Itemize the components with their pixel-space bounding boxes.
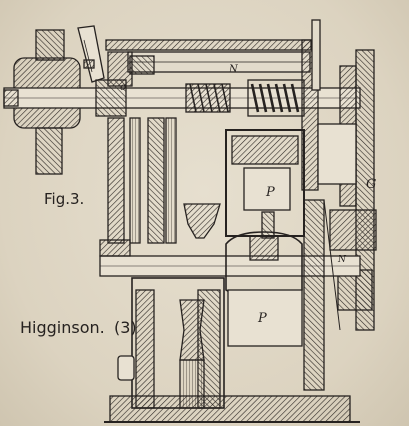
- hub-top: [35, 29, 65, 61]
- base-plate: [109, 395, 351, 423]
- part-label-p-lower: P: [258, 311, 267, 326]
- oil-cup: [77, 25, 105, 83]
- lower-piston: [227, 289, 303, 347]
- pillar-left: [107, 117, 125, 244]
- foot-bolt: [117, 355, 135, 381]
- part-label-n-small: N: [338, 255, 346, 265]
- upper-piston: [243, 167, 291, 211]
- top-frame: [105, 39, 312, 51]
- part-label-n: N: [229, 64, 238, 75]
- figure-label: Fig.3.: [44, 190, 85, 208]
- lower-pulley: [179, 299, 205, 361]
- hub-bottom: [35, 127, 63, 175]
- caption-number: (3): [114, 318, 137, 337]
- part-label-g: G: [366, 177, 377, 192]
- coil-spring-left: [185, 83, 231, 113]
- coil-spring-right: [247, 79, 305, 117]
- part-label-o: o: [120, 82, 127, 93]
- caption-name: Higginson.: [20, 318, 105, 337]
- upper-pulley: [183, 203, 221, 239]
- part-label-p-upper: P: [266, 185, 275, 200]
